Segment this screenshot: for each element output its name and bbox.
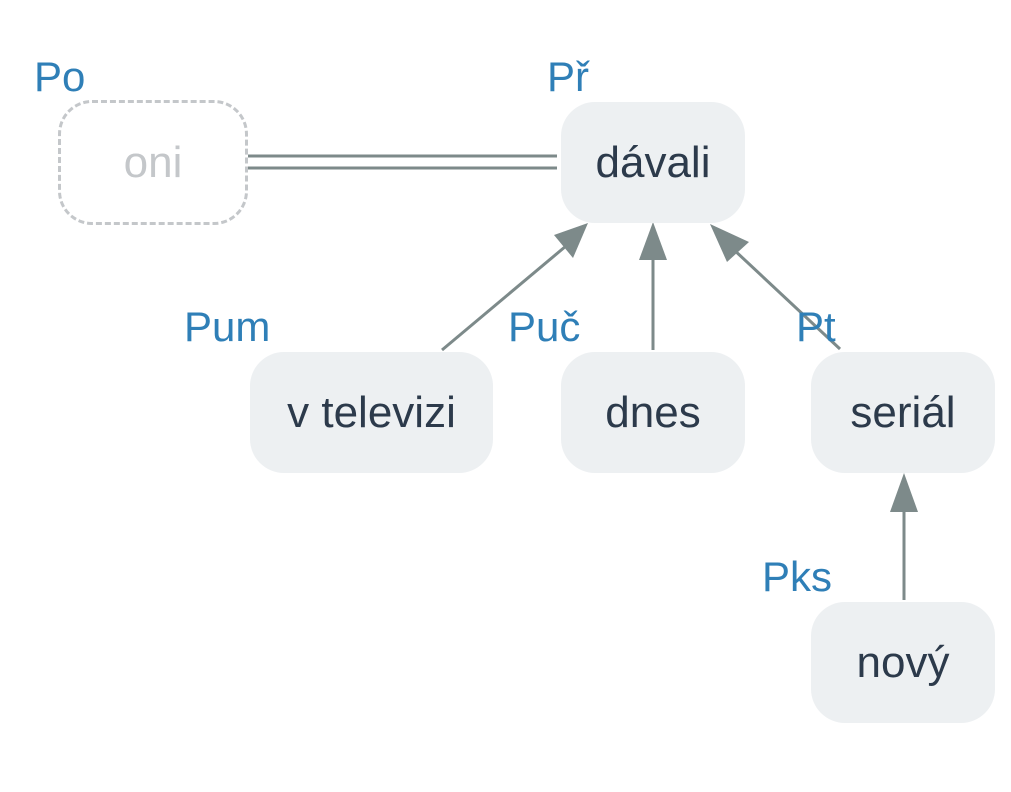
- node-oni[interactable]: oni: [58, 100, 248, 225]
- role-label-oni: Po: [34, 53, 86, 100]
- role-label-davali: Př: [547, 53, 589, 100]
- role-label-v-televizi: Pum: [184, 303, 271, 350]
- role-label-dnes: Puč: [508, 303, 581, 350]
- role-label-serial: Pt: [796, 303, 836, 350]
- node-davali[interactable]: dávali: [561, 102, 745, 223]
- node-novy[interactable]: nový: [811, 602, 995, 723]
- edge-serial-davali: [710, 224, 842, 351]
- role-label-novy: Pks: [762, 553, 833, 600]
- edge-dnes-davali: [639, 222, 667, 350]
- node-dnes[interactable]: dnes: [561, 352, 745, 473]
- edge-oni-davali: [248, 154, 557, 170]
- edge-novy-serial: [890, 473, 918, 600]
- node-v-televizi[interactable]: v televizi: [250, 352, 493, 473]
- node-serial[interactable]: seriál: [811, 352, 995, 473]
- edge-v-televizi-davali: [441, 223, 588, 352]
